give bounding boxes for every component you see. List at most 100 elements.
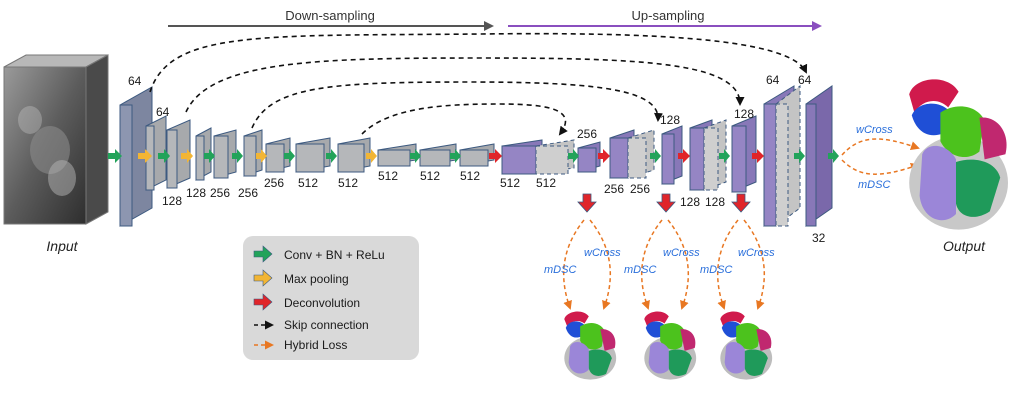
legend-pool-label: Max pooling — [284, 272, 349, 286]
output-conv-block — [805, 85, 833, 227]
hybrid-loss-path — [841, 159, 920, 175]
conv-arrow — [568, 149, 579, 163]
encoder-block — [119, 86, 153, 227]
hybrid-loss-path — [562, 219, 585, 310]
legend: Conv + BN + ReLu Max pooling Deconvoluti… — [243, 236, 419, 360]
channel-label: 512 — [420, 169, 440, 183]
down-sampling-label: Down-sampling — [285, 8, 375, 23]
skip-copy-block — [703, 119, 727, 191]
channel-label: 256 — [604, 182, 624, 196]
skip-connections — [149, 32, 808, 136]
conv-arrow — [326, 149, 337, 163]
hybrid-loss-paths — [562, 138, 920, 310]
encoder-block — [243, 129, 263, 177]
deconv-down-arrow — [731, 193, 751, 213]
legend-box — [243, 236, 419, 360]
skip-connection — [149, 32, 808, 93]
input-caption: Input — [46, 238, 78, 254]
conv-arrow — [158, 149, 170, 163]
deconv-arrow — [489, 149, 502, 163]
channel-label: 256 — [577, 127, 597, 141]
mdsc-label: mDSC — [624, 264, 656, 276]
channel-label: 128 — [680, 195, 700, 209]
channel-label: 512 — [338, 176, 358, 190]
decoder-channel-labels: 256 256 256 128 128 128 128 64 64 32 — [577, 73, 826, 245]
skip-connection — [361, 103, 568, 136]
wcross-label: wCross — [738, 247, 775, 259]
skip-copy-block — [535, 139, 575, 175]
pool-arrow — [138, 149, 152, 163]
wcross-label: wCross — [584, 247, 621, 259]
channel-label: 512 — [460, 169, 480, 183]
legend-deconv-icon — [253, 293, 273, 311]
encoder-block — [166, 119, 191, 189]
conv-arrow — [450, 149, 461, 163]
hybrid-loss-path — [743, 219, 766, 310]
deconv-arrow — [598, 149, 610, 163]
loss-labels: wCross mDSC wCross mDSC wCross mDSC wCro… — [544, 124, 893, 276]
channel-label: 256 — [238, 186, 258, 200]
skip-connection — [185, 57, 745, 113]
channel-label: 128 — [186, 186, 206, 200]
deconv-down-arrow — [577, 193, 597, 213]
channel-label: 128 — [734, 107, 754, 121]
legend-hybrid-label: Hybrid Loss — [284, 338, 347, 352]
mdsc-label: mDSC — [700, 264, 732, 276]
legend-conv-label: Conv + BN + ReLu — [284, 248, 385, 262]
pool-arrow — [256, 149, 267, 163]
heart-segmentation-small — [720, 311, 773, 380]
decoder-block — [577, 141, 601, 173]
encoder-block — [195, 127, 212, 181]
channel-label: 64 — [156, 105, 170, 119]
conv-arrow — [719, 149, 730, 163]
wcross-label: wCross — [856, 124, 893, 136]
encoder-block — [265, 137, 291, 173]
conv-arrow — [284, 149, 295, 163]
channel-label: 512 — [536, 176, 556, 190]
pool-arrow — [366, 149, 377, 163]
mdsc-label: mDSC — [544, 264, 576, 276]
channel-label: 128 — [162, 194, 182, 208]
conv-arrow — [232, 149, 243, 163]
channel-label: 512 — [500, 176, 520, 190]
deconv-down-arrow — [656, 193, 676, 213]
input-mri-volume — [3, 54, 109, 225]
encoder-blocks — [119, 86, 495, 227]
channel-label: 512 — [378, 169, 398, 183]
flow-arrows — [108, 149, 839, 163]
hybrid-loss-path — [640, 219, 663, 310]
legend-deconv-label: Deconvolution — [284, 296, 360, 310]
deep-supervision-arrows — [577, 193, 751, 213]
heart-segmentation-output — [909, 79, 1008, 230]
hybrid-loss-path — [716, 219, 739, 310]
up-sampling-label: Up-sampling — [632, 8, 705, 23]
deconv-arrow — [752, 149, 764, 163]
encoder-block — [295, 137, 331, 173]
conv-arrow — [108, 149, 122, 163]
wcross-label: wCross — [663, 247, 700, 259]
output-caption: Output — [943, 238, 986, 254]
channel-label: 256 — [264, 176, 284, 190]
legend-conv-icon — [253, 245, 273, 263]
channel-label: 256 — [210, 186, 230, 200]
hybrid-loss-path — [589, 219, 612, 310]
legend-pool-icon — [253, 269, 273, 287]
skip-copy-block — [627, 129, 655, 179]
conv-arrow — [204, 149, 215, 163]
conv-arrow — [650, 149, 661, 163]
channel-label: 512 — [298, 176, 318, 190]
decoder-block — [731, 115, 757, 193]
channel-label: 64 — [766, 73, 780, 87]
deconv-arrow — [678, 149, 690, 163]
encoder-block — [377, 143, 417, 167]
channel-label: 32 — [812, 231, 826, 245]
skip-copy-block — [775, 85, 801, 227]
encoder-block — [213, 129, 237, 179]
channel-label: 64 — [798, 73, 812, 87]
channel-label: 64 — [128, 74, 142, 88]
encoder-channel-labels: 64 64 128 128 256 256 256 512 512 512 51… — [128, 74, 556, 208]
decoder-blocks — [501, 85, 833, 227]
encoder-block — [459, 143, 495, 167]
